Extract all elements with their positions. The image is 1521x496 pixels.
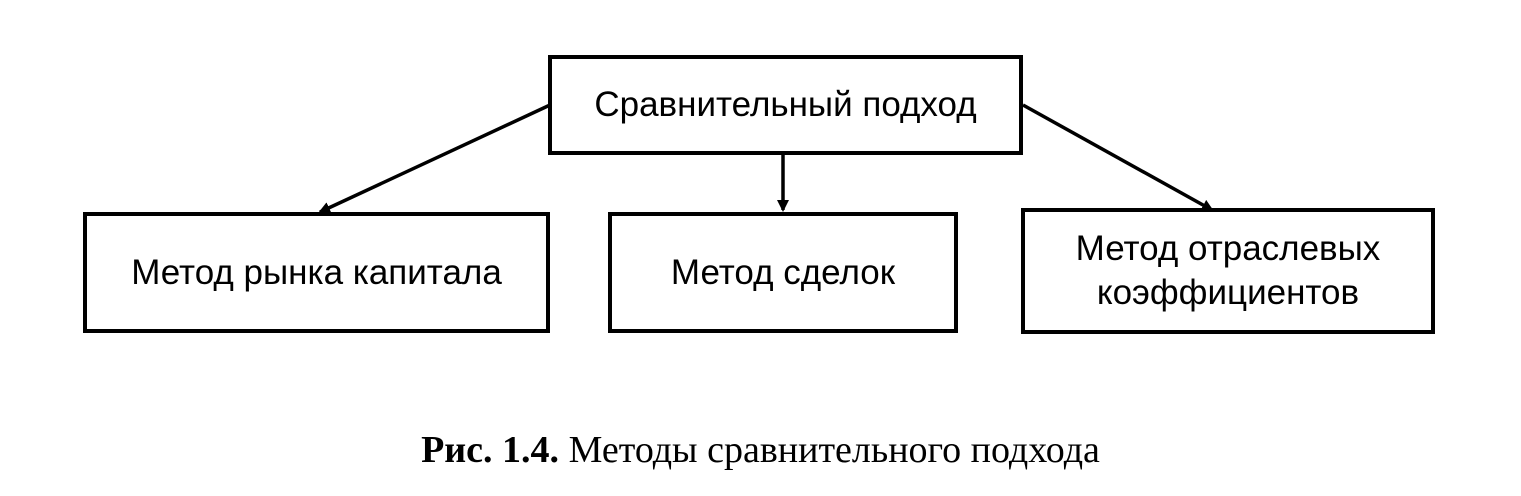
arrow-to-industry-ratios	[1022, 103, 1214, 212]
node-capital-market-method: Метод рынка капитала	[83, 212, 550, 333]
node-deals-method: Метод сделок	[608, 212, 958, 333]
node-label-deals: Метод сделок	[670, 252, 896, 292]
node-label-industry-ratios: Метод отраслевых коэффициентов	[1075, 229, 1381, 312]
root-node-label: Сравнительный подход	[594, 85, 977, 125]
node-label-capital-market: Метод рынка капитала	[131, 252, 502, 292]
figure-caption: Рис. 1.4. Методы сравнительного подхода	[0, 428, 1521, 472]
figure-number: Рис. 1.4.	[421, 429, 560, 471]
arrow-to-capital-market	[318, 103, 551, 214]
root-node-comparative-approach: Сравнительный подход	[548, 55, 1023, 155]
figure-caption-text: Методы сравнительного подхода	[568, 429, 1100, 471]
node-industry-ratios-method: Метод отраслевых коэффициентов	[1021, 208, 1435, 334]
